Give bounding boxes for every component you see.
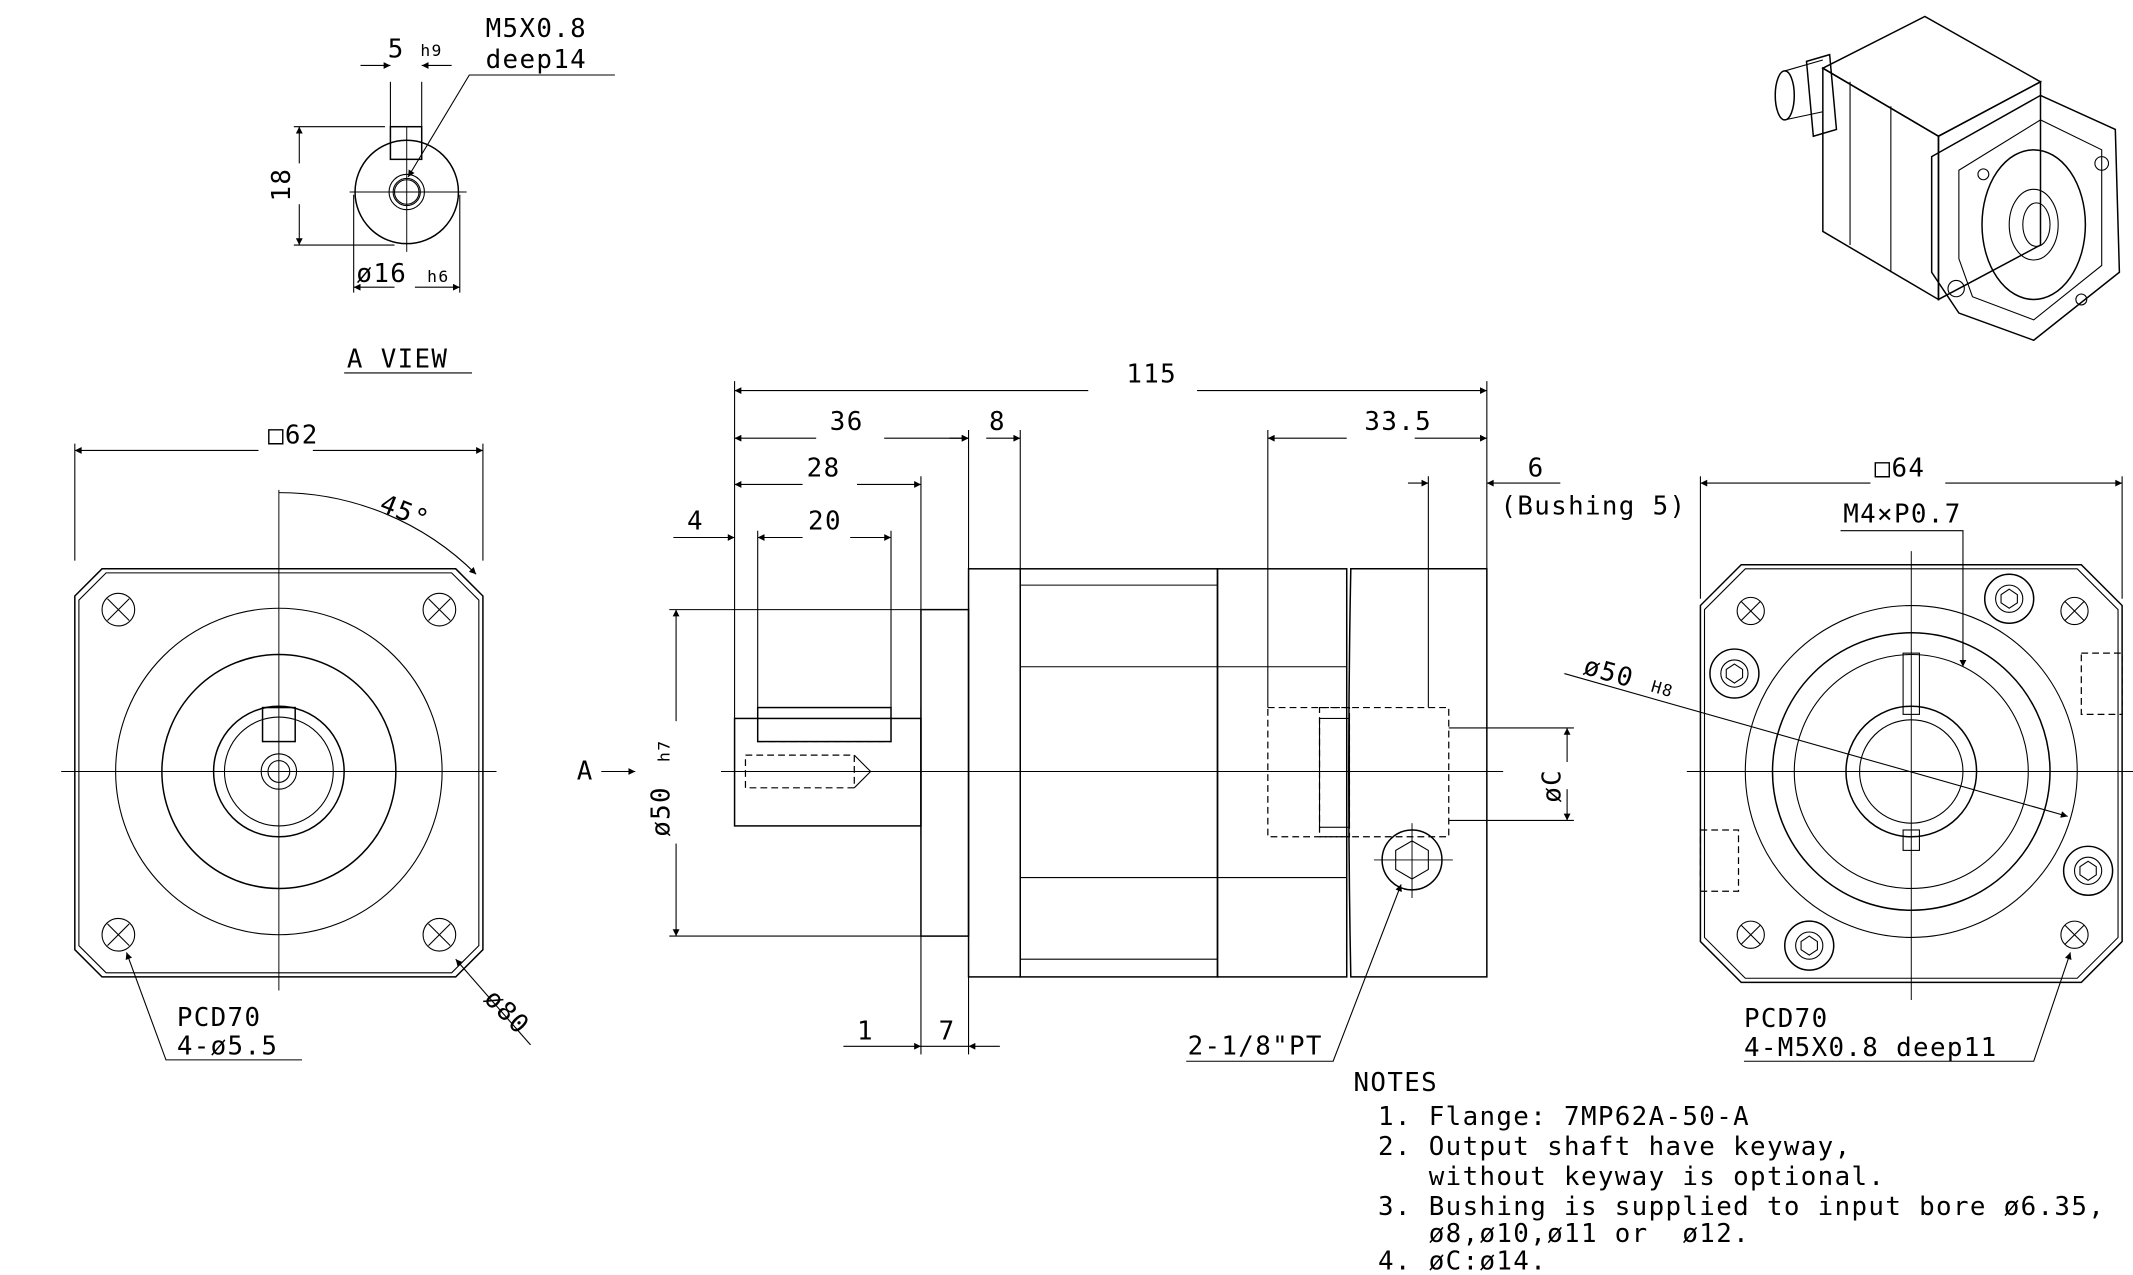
a-view-title: A VIEW: [347, 344, 448, 374]
rear-bore-tolerance: H8: [1649, 677, 1676, 701]
rear-view: □64 M4×P0.7 ø50 H8 PCD70 4-M5X0.8 deep11: [1564, 453, 2133, 1063]
dim-6-label: 6: [1528, 453, 1545, 483]
notes-title: NOTES: [1354, 1068, 1439, 1098]
note-line: without keyway is optional.: [1378, 1162, 1885, 1192]
key-width-tolerance: h9: [420, 41, 442, 60]
dim-8-label: 8: [989, 407, 1006, 437]
dim-4-label: 4: [687, 506, 704, 536]
note-line: 4. øC:ø14.: [1378, 1246, 1547, 1275]
note-line: ø8,ø10,ø11 or ø12.: [1378, 1219, 1750, 1249]
socket-screws: [1709, 573, 2114, 971]
view-a-arrow-label: A: [577, 757, 594, 787]
dim-7-label: 7: [939, 1016, 956, 1046]
square-label: □62: [268, 421, 319, 451]
mounting-holes: [101, 592, 457, 952]
note-line: 2. Output shaft have keyway,: [1378, 1132, 1852, 1162]
angle-label: 45°: [376, 489, 434, 536]
total-length-label: 115: [1126, 359, 1177, 389]
rear-holes-label: 4-M5X0.8 deep11: [1744, 1033, 1998, 1063]
rear-bore-label: ø50: [1580, 651, 1637, 694]
rear-pcd-label: PCD70: [1744, 1004, 1829, 1034]
isometric-view: [1774, 15, 2121, 342]
outer-dia-label: ø80: [478, 984, 535, 1041]
dim-36-label: 36: [830, 407, 864, 437]
pcd-label: PCD70: [177, 1003, 262, 1033]
shaft-tolerance: h6: [427, 267, 449, 286]
key-width-label: 5: [388, 34, 405, 64]
side-view: 115 36 8 28 20 4 33.5 6 (Bushing 5) ø50 …: [577, 359, 1686, 1062]
thread-depth-label: deep14: [486, 45, 587, 75]
bore-dia-label: øC: [1537, 769, 1567, 803]
dim-20-label: 20: [808, 506, 842, 536]
notes: NOTES 1. Flange: 7MP62A-50-A 2. Output s…: [1354, 1068, 2105, 1275]
a-view: 5 h9 18 ø16 h6 M5X0.8 deep14 A VIEW: [267, 14, 615, 374]
dim-28-label: 28: [807, 453, 841, 483]
plug-label: 2-1/8"PT: [1188, 1031, 1323, 1061]
note-line: 1. Flange: 7MP62A-50-A: [1378, 1102, 1750, 1132]
front-view: □62 45° ø80 PCD70 4-ø5.5: [61, 421, 535, 1061]
tapped-holes: [1736, 596, 2089, 949]
screw-label: M4×P0.7: [1843, 500, 1961, 530]
dim-1-label: 1: [857, 1016, 874, 1046]
thread-label: M5X0.8: [486, 14, 587, 44]
key-height-label: 18: [267, 168, 297, 202]
pilot-tolerance: h7: [654, 740, 673, 762]
dim-33-5-label: 33.5: [1364, 407, 1432, 437]
bushing-label: (Bushing 5): [1500, 491, 1686, 521]
rear-square-label: □64: [1875, 453, 1926, 483]
shaft-dia-label: ø16: [356, 259, 407, 289]
note-line: 3. Bushing is supplied to input bore ø6.…: [1378, 1192, 2105, 1222]
pilot-dia-label: ø50: [646, 786, 676, 837]
holes-label: 4-ø5.5: [177, 1031, 278, 1061]
